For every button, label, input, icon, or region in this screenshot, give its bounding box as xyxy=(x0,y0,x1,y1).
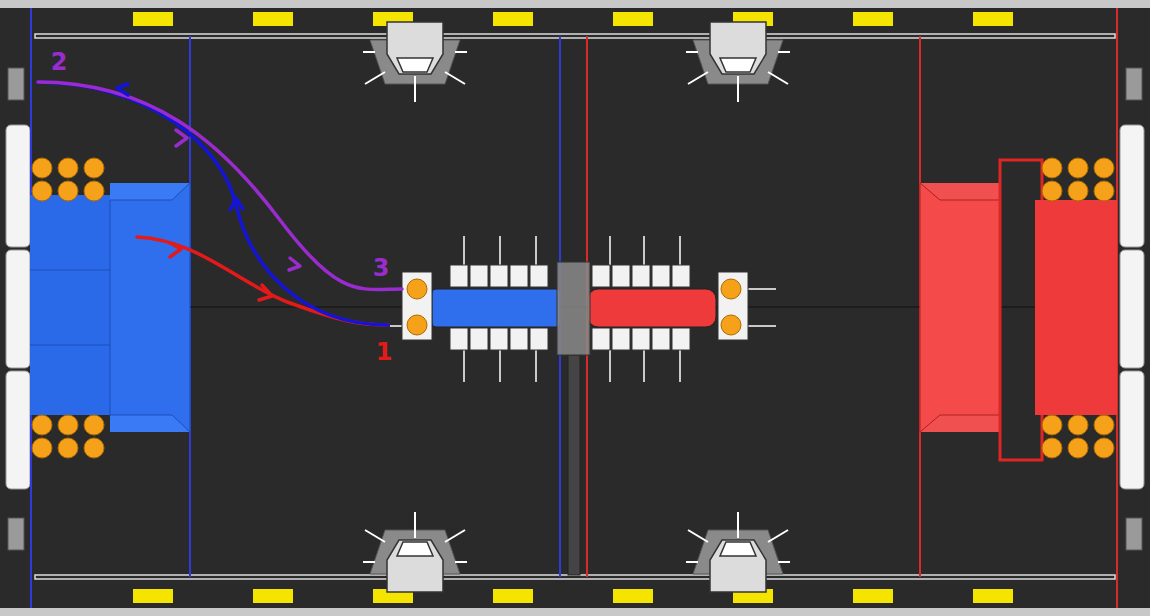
callout-number: 2 xyxy=(51,50,68,74)
callout-number: 1 xyxy=(376,340,393,364)
callout-number: 3 xyxy=(373,256,390,280)
